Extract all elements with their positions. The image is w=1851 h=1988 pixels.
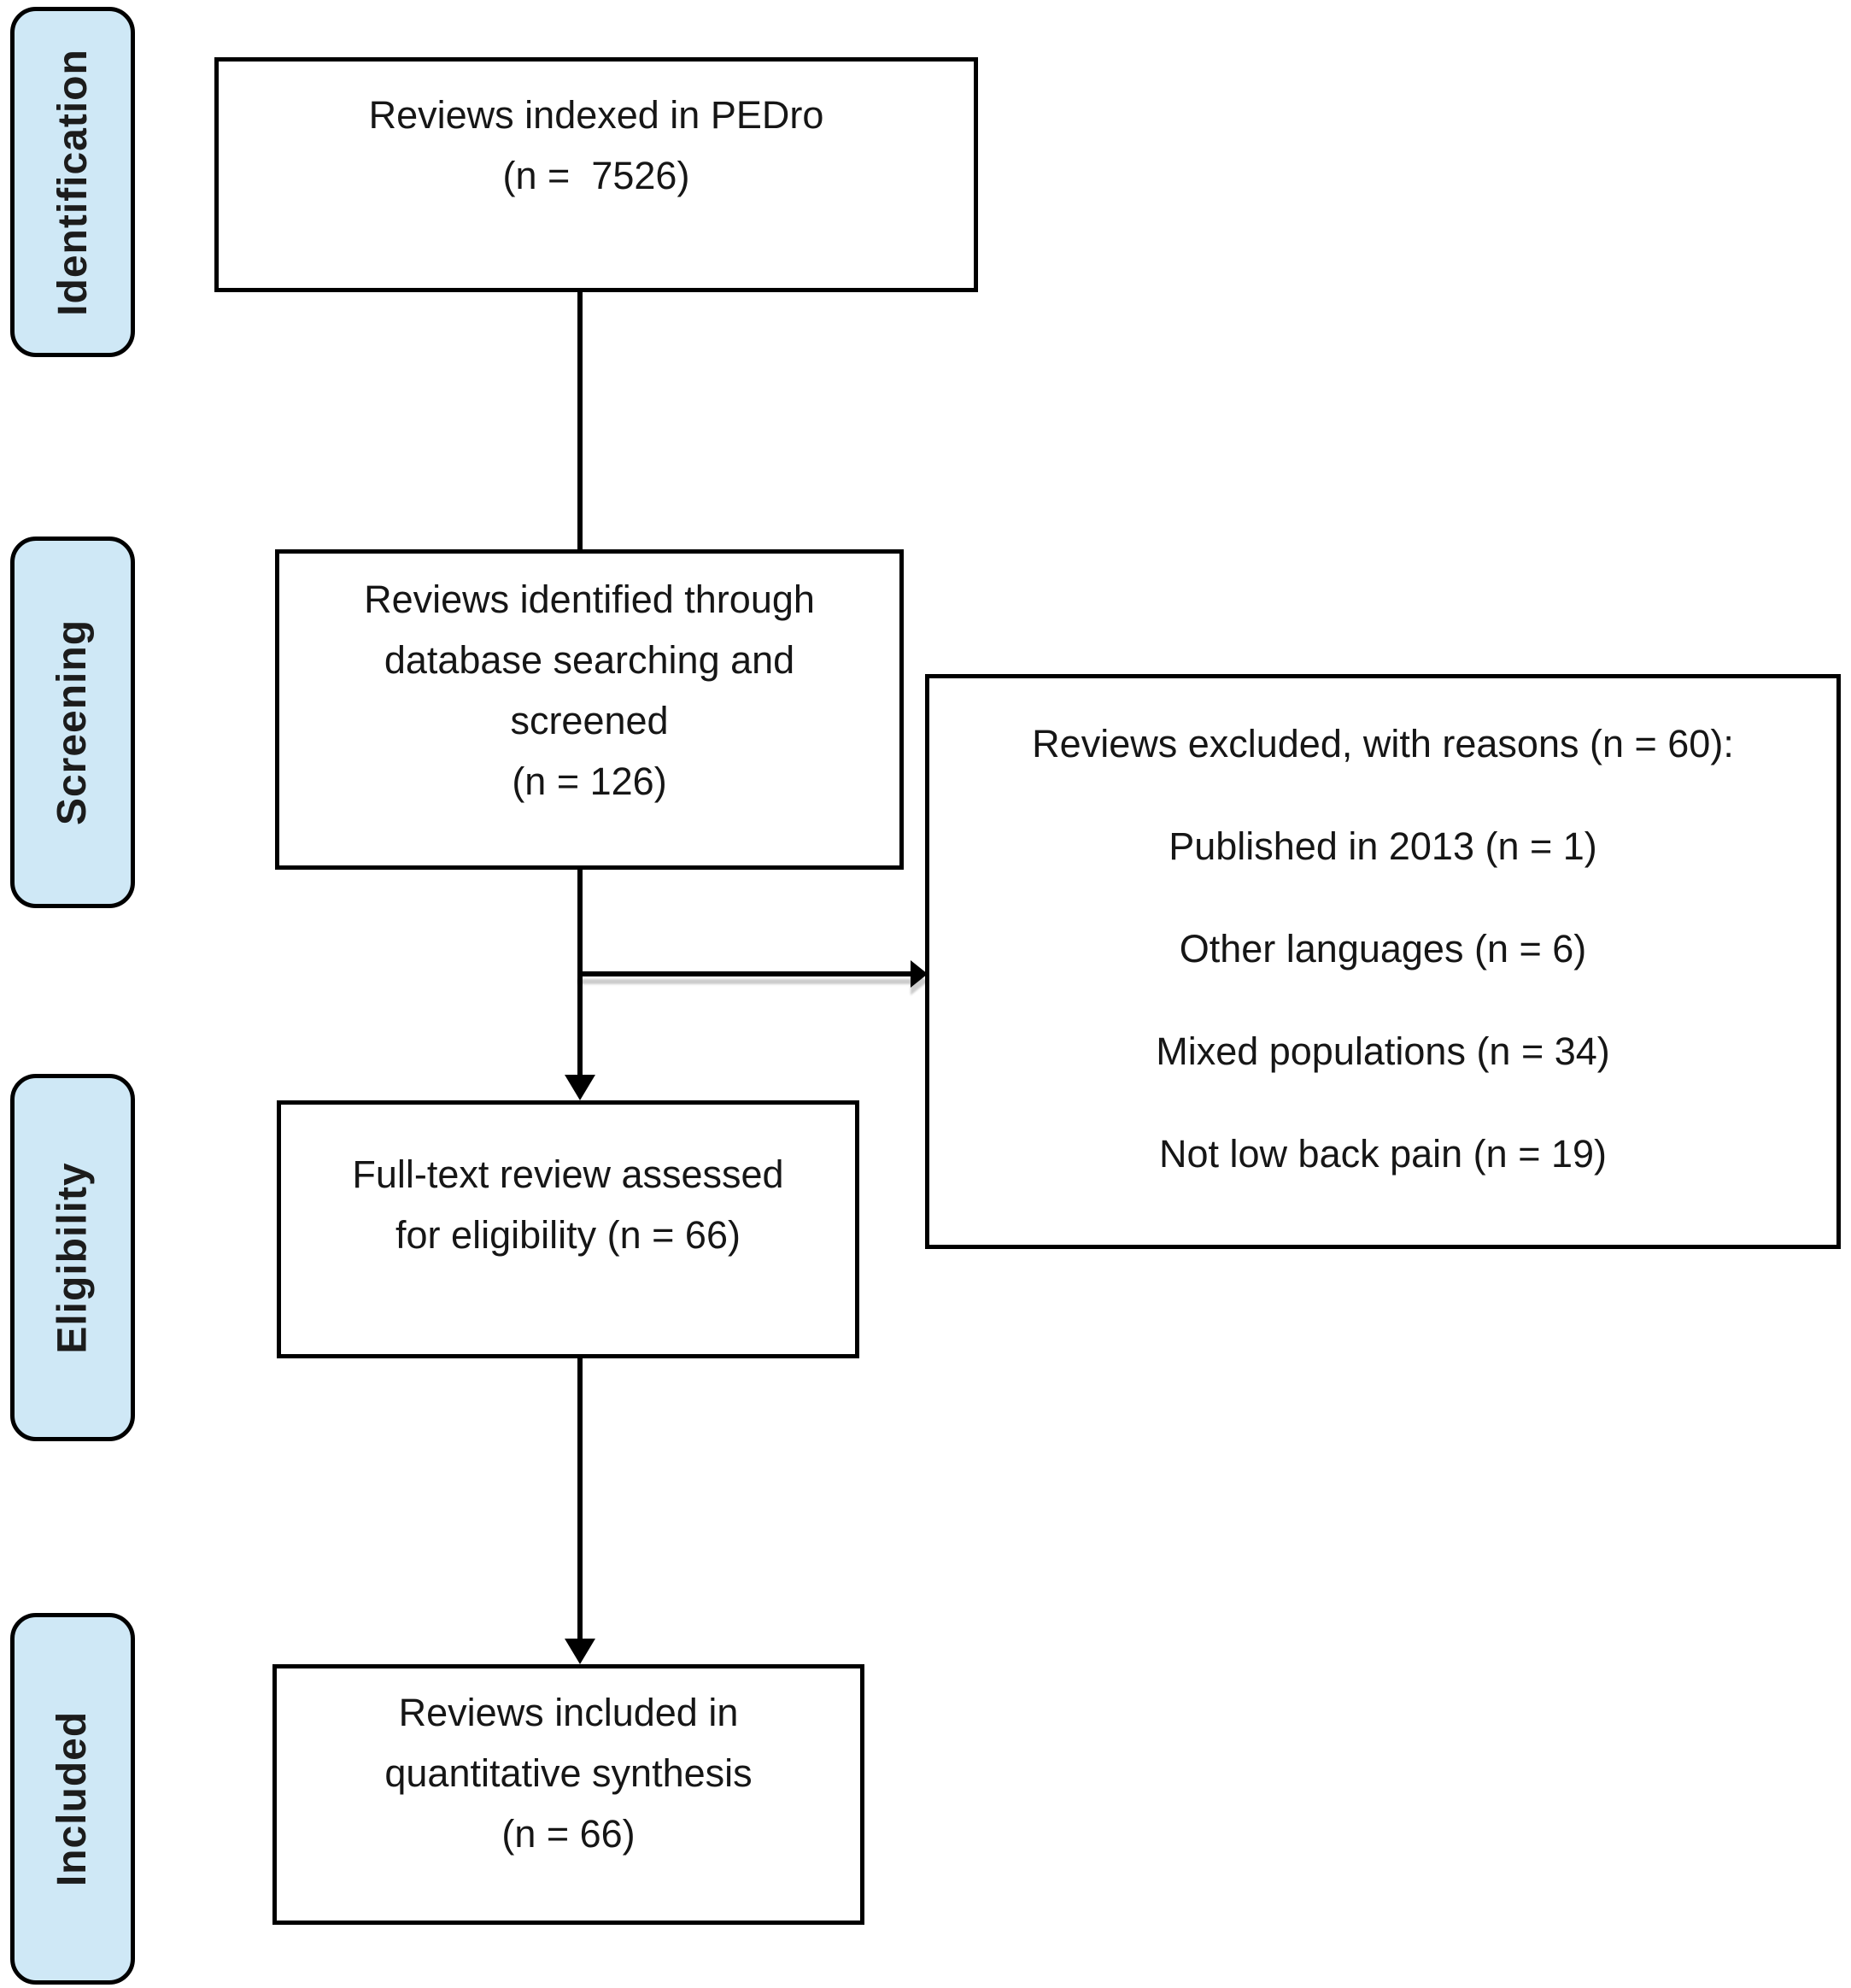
box-reviews-identified-text: Reviews identified through database sear… [364, 577, 815, 803]
box-reviews-included-text: Reviews included in quantitative synthes… [384, 1691, 753, 1856]
arrowhead-down-fulltext-icon [565, 1075, 595, 1100]
stage-included: Included [10, 1613, 135, 1985]
stage-eligibility: Eligibility [10, 1074, 135, 1441]
arrowhead-down-included-icon [565, 1639, 595, 1664]
excluded-reason-other-languages: Other languages (n = 6) [1179, 926, 1587, 971]
box-fulltext-review: Full-text review assessed for eligibilit… [277, 1100, 859, 1358]
box-reviews-excluded: Reviews excluded, with reasons (n = 60):… [925, 674, 1841, 1249]
excluded-reason-mixed-populations: Mixed populations (n = 34) [1156, 1029, 1610, 1073]
stage-identification-label: Identification [50, 48, 96, 316]
stage-screening: Screening [10, 537, 135, 908]
stage-eligibility-label: Eligibility [50, 1161, 96, 1354]
box-reviews-excluded-heading: Reviews excluded, with reasons (n = 60): [1032, 721, 1734, 765]
box-fulltext-review-text: Full-text review assessed for eligibilit… [352, 1152, 784, 1257]
connector-excluded-line [577, 971, 911, 976]
excluded-reason-not-low-back-pain: Not low back pain (n = 19) [1158, 1131, 1608, 1176]
connector-fulltext-to-included [577, 1358, 583, 1639]
excluded-reason-published-2013: Published in 2013 (n = 1) [1169, 824, 1597, 868]
arrowhead-right-excluded-icon [911, 960, 928, 988]
connector-indexed-to-identified [577, 292, 583, 554]
box-reviews-indexed: Reviews indexed in PEDro (n = 7526) [214, 57, 978, 292]
stage-identification: Identification [10, 7, 135, 357]
box-reviews-identified: Reviews identified through database sear… [275, 549, 904, 870]
stage-included-label: Included [50, 1710, 96, 1887]
stage-screening-label: Screening [50, 619, 96, 826]
box-reviews-included: Reviews included in quantitative synthes… [272, 1664, 864, 1925]
box-reviews-indexed-text: Reviews indexed in PEDro (n = 7526) [368, 92, 824, 197]
